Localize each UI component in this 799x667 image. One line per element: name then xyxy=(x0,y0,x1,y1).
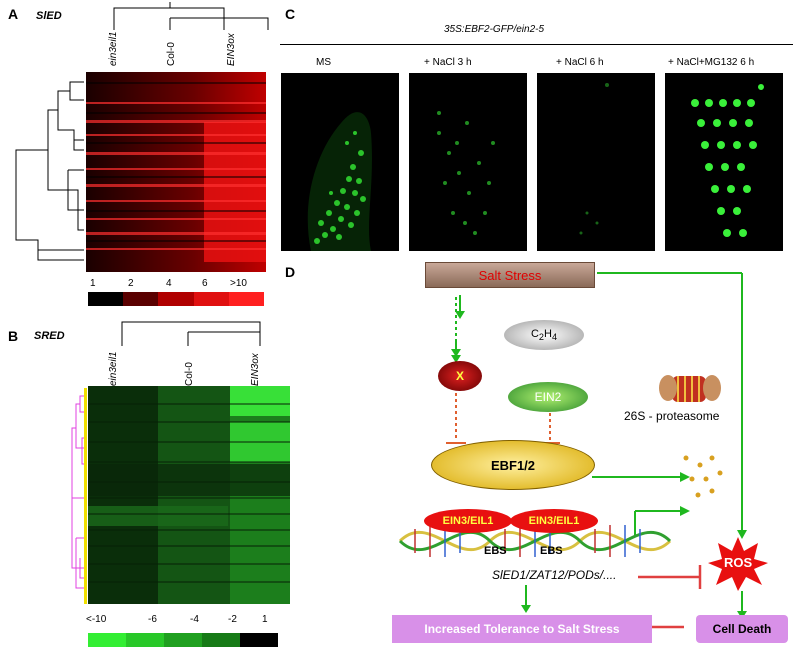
cell-death-label: Cell Death xyxy=(712,622,772,636)
panel-a-scale-cell xyxy=(123,292,159,306)
micrograph-nacl-6h-root xyxy=(579,83,609,235)
ein3-eil1-label-2: EIN3/EIL1 xyxy=(528,515,580,527)
panel-b-title: SRED xyxy=(34,330,65,342)
panel-b-scale-label-3: -4 xyxy=(190,614,199,625)
ros-burst-icon xyxy=(708,537,768,591)
panel-b-color-scale xyxy=(88,633,278,647)
proteasome-icon xyxy=(659,375,721,402)
ros-label: ROS xyxy=(724,555,753,570)
panel-c-label-ms: MS xyxy=(316,57,331,68)
panel-c-label-nacl6: + NaCl 6 h xyxy=(556,57,604,68)
panel-b-scale-cell xyxy=(240,633,278,647)
panel-a-scale-cell xyxy=(158,292,194,306)
panel-b-scale-label-1: <-10 xyxy=(86,614,107,625)
degraded-fragments xyxy=(683,455,723,498)
panel-a-scale-cell xyxy=(88,292,124,306)
x-label: X xyxy=(455,369,464,383)
panel-a-scale-cell xyxy=(228,292,265,306)
panel-b-col-label-2: Col-0 xyxy=(184,362,195,386)
panel-b-scale-cell xyxy=(164,633,202,647)
panel-c-title: 35S:EBF2-GFP/ein2-5 xyxy=(444,24,545,35)
panel-b-scale-label-4: -2 xyxy=(228,614,237,625)
panel-a-col-label-3: EIN3ox xyxy=(226,33,237,66)
ein3-eil1-node-1: EIN3/EIL1 xyxy=(424,509,512,533)
micrograph-ms-root xyxy=(307,112,372,251)
panel-a-color-scale xyxy=(88,292,265,306)
panel-a-scale-cell xyxy=(193,292,229,306)
cell-death-box: Cell Death xyxy=(696,615,788,643)
panel-c-label-nacl3: + NaCl 3 h xyxy=(424,57,472,68)
x-node: X xyxy=(438,361,482,391)
ein3-eil1-node-2: EIN3/EIL1 xyxy=(510,509,598,533)
panel-b-scale-cell xyxy=(202,633,240,647)
ebf-node: EBF1/2 xyxy=(431,440,595,490)
dna-helix xyxy=(398,525,672,557)
panel-a-scale-label-3: 4 xyxy=(166,278,172,289)
panel-b-scale-cell xyxy=(126,633,164,647)
ein3-eil1-label-1: EIN3/EIL1 xyxy=(442,515,494,527)
micrograph-nacl-mg132-6h xyxy=(665,73,783,251)
panel-b-scale-cell xyxy=(88,633,126,647)
micrograph-ms xyxy=(281,73,399,251)
micrograph-nacl-3h xyxy=(409,73,527,251)
ethylene-node: C2H4 xyxy=(504,320,584,350)
panel-a-scale-label-4: 6 xyxy=(202,278,208,289)
panel-a-scale-label-1: 1 xyxy=(90,278,96,289)
panel-a-heatmap xyxy=(86,72,266,272)
panel-b-letter: B xyxy=(8,328,19,344)
panel-a-col-label-1: ein3eil1 xyxy=(108,31,119,66)
tolerance-label: Increased Tolerance to Salt Stress xyxy=(424,622,620,636)
panel-a-col-label-2: Col-0 xyxy=(166,42,177,66)
proteasome-label: 26S - proteasome xyxy=(624,409,720,423)
panel-b-scale-label-2: -6 xyxy=(148,614,157,625)
panel-b-scale-label-5: 1 xyxy=(262,614,268,625)
panel-a-scale-label-2: 2 xyxy=(128,278,134,289)
ebs-label-2: EBS xyxy=(540,545,563,557)
panel-b-heatmap xyxy=(88,386,290,604)
panel-a-scale-label-5: >10 xyxy=(230,278,247,289)
panel-b-row-dendrogram xyxy=(71,388,87,604)
panel-d-letter: D xyxy=(285,264,296,280)
panel-c-letter: C xyxy=(285,6,296,22)
salt-stress-label: Salt Stress xyxy=(478,267,542,283)
micrograph-nacl-6h xyxy=(537,73,655,251)
panel-b-col-label-1: ein3eil1 xyxy=(108,351,119,386)
ein2-node: EIN2 xyxy=(508,382,588,412)
micrograph-nacl-mg132-root xyxy=(691,84,764,237)
micrograph-nacl-3h-root xyxy=(437,111,495,235)
ethylene-label: C2H4 xyxy=(530,327,558,343)
panel-b-col-label-3: EIN3ox xyxy=(250,353,261,386)
panel-a-title: SlED xyxy=(36,10,62,22)
ebf-label: EBF1/2 xyxy=(490,457,536,473)
panel-b-col-dendrogram xyxy=(121,321,261,346)
ein2-label: EIN2 xyxy=(534,390,562,404)
panel-a-letter: A xyxy=(8,6,19,22)
panel-c-divider xyxy=(280,44,793,45)
panel-a-col-dendrogram xyxy=(113,2,269,30)
panel-a-row-dendrogram xyxy=(15,81,84,261)
ebs-label-1: EBS xyxy=(484,545,507,557)
tolerance-box: Increased Tolerance to Salt Stress xyxy=(392,615,652,643)
salt-stress-box: Salt Stress xyxy=(425,262,595,288)
target-genes-label: SlED1/ZAT12/PODs/.... xyxy=(492,568,617,582)
panel-c-label-mg132: + NaCl+MG132 6 h xyxy=(668,57,755,68)
